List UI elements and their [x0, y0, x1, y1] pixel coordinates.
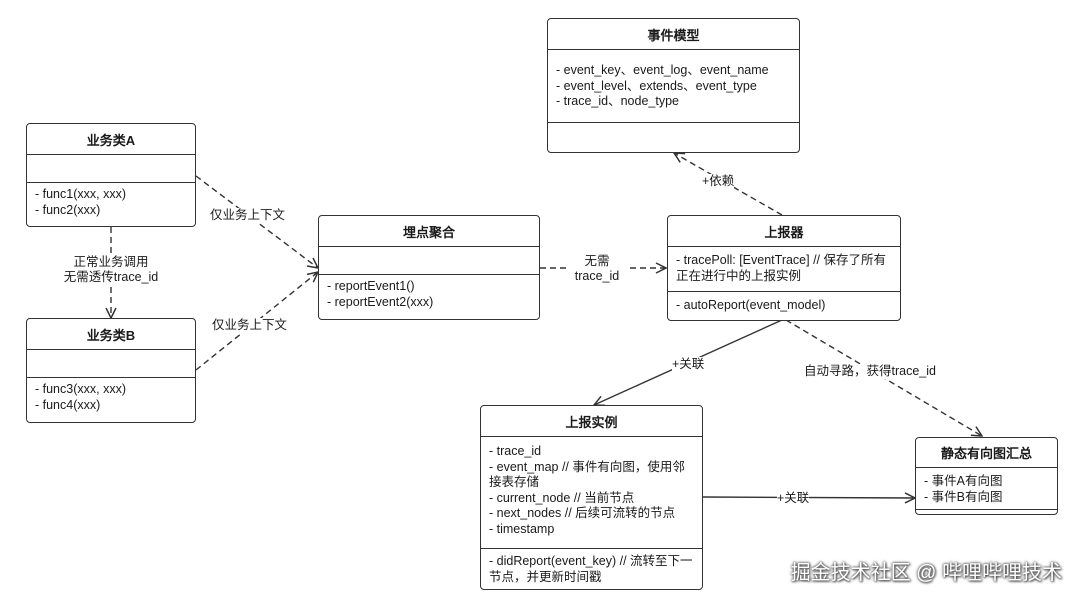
attribute-line: - timestamp — [489, 521, 555, 536]
method-line: - reportEvent1() — [327, 279, 415, 293]
attribute-line: - trace_id、node_type — [556, 94, 679, 108]
class-biz-b: 业务类B - func3(xxx, xxx) - func4(xxx) — [26, 318, 196, 423]
edge-label-a-to-b: 正常业务调用 无需透传trace_id — [58, 255, 164, 285]
attribute-line: - event_map // 事件有向图，使用邻接表存储 — [489, 459, 685, 490]
edge-biz-b-to-aggregator — [195, 272, 318, 371]
edge-label-report-instance-to-static-graph: +关联 — [777, 491, 810, 506]
method-line: - func3(xxx, xxx) — [35, 382, 126, 396]
class-biz-b-title: 业务类B — [27, 319, 195, 350]
class-static-graph: 静态有向图汇总 - 事件A有向图 - 事件B有向图 — [915, 437, 1058, 515]
method-line: - autoReport(event_model) — [676, 298, 826, 312]
class-biz-a-methods: - func1(xxx, xxx) - func2(xxx) — [27, 183, 195, 226]
edge-biz-a-to-aggregator — [195, 175, 318, 268]
class-biz-a-attributes — [27, 155, 195, 183]
attribute-line: - event_level、extends、event_type — [556, 78, 757, 93]
class-biz-b-methods: - func3(xxx, xxx) - func4(xxx) — [27, 378, 195, 422]
attribute-line: - next_nodes // 后续可流转的节点 — [489, 506, 676, 520]
attribute-line: - current_node // 当前节点 — [489, 490, 635, 505]
method-line: - func4(xxx) — [35, 397, 101, 412]
class-biz-a: 业务类A - func1(xxx, xxx) - func2(xxx) — [26, 123, 196, 227]
method-line: - didReport(event_key) // 流转至下一节点，并更新时间戳 — [489, 554, 693, 584]
edge-label-reporter-to-event-model: +依赖 — [702, 174, 735, 189]
class-report-instance: 上报实例 - trace_id - event_map // 事件有向图，使用邻… — [480, 405, 703, 590]
method-line: - reportEvent2(xxx) — [327, 294, 434, 309]
class-aggregator-attributes — [319, 247, 539, 275]
class-biz-a-title: 业务类A — [27, 124, 195, 155]
class-reporter-attributes: - tracePoll: [EventTrace] // 保存了所有正在进行中的… — [668, 247, 900, 292]
class-static-graph-methods — [916, 510, 1057, 514]
class-aggregator-title: 埋点聚合 — [319, 216, 539, 247]
attribute-line: - 事件A有向图 — [924, 474, 1003, 488]
class-event-model-methods — [548, 123, 799, 152]
edge-label-a-to-b-line1: 正常业务调用 — [73, 255, 149, 269]
class-aggregator-methods: - reportEvent1() - reportEvent2(xxx) — [319, 275, 539, 319]
edge-label-aggregator-to-reporter-line2: trace_id — [574, 269, 620, 283]
edge-label-b-to-aggregator: 仅业务上下文 — [212, 318, 288, 333]
edge-label-reporter-to-static-graph: 自动寻路，获得trace_id — [804, 364, 936, 379]
edge-label-reporter-to-report-instance: +关联 — [672, 357, 705, 372]
method-line: - func2(xxx) — [35, 202, 101, 217]
attribute-line: - tracePoll: [EventTrace] // 保存了所有正在进行中的… — [676, 253, 887, 283]
edge-label-aggregator-to-reporter: 无需 trace_id — [566, 254, 628, 284]
attribute-line: - trace_id — [489, 444, 542, 458]
watermark: 掘金技术社区 @ 哔哩哔哩技术 — [790, 562, 1062, 584]
class-report-instance-title: 上报实例 — [481, 406, 702, 437]
class-event-model-attributes: - event_key、event_log、event_name - event… — [548, 50, 799, 123]
attribute-line: - 事件B有向图 — [924, 489, 1003, 504]
class-report-instance-attributes: - trace_id - event_map // 事件有向图，使用邻接表存储 … — [481, 437, 702, 549]
class-reporter: 上报器 - tracePoll: [EventTrace] // 保存了所有正在… — [667, 215, 901, 321]
class-static-graph-attributes: - 事件A有向图 - 事件B有向图 — [916, 468, 1057, 510]
method-line: - func1(xxx, xxx) — [35, 187, 126, 201]
class-aggregator: 埋点聚合 - reportEvent1() - reportEvent2(xxx… — [318, 215, 540, 320]
class-static-graph-title: 静态有向图汇总 — [916, 438, 1057, 468]
edge-label-a-to-b-line2: 无需透传trace_id — [63, 270, 159, 284]
class-biz-b-attributes — [27, 350, 195, 378]
class-event-model-title: 事件模型 — [548, 19, 799, 50]
class-reporter-methods: - autoReport(event_model) — [668, 292, 900, 320]
edge-label-aggregator-to-reporter-line1: 无需 — [584, 254, 610, 268]
class-reporter-title: 上报器 — [668, 216, 900, 247]
attribute-line: - event_key、event_log、event_name — [556, 63, 769, 77]
class-event-model: 事件模型 - event_key、event_log、event_name - … — [547, 18, 800, 153]
class-report-instance-methods: - didReport(event_key) // 流转至下一节点，并更新时间戳 — [481, 549, 702, 589]
edge-label-a-to-aggregator: 仅业务上下文 — [210, 208, 286, 223]
